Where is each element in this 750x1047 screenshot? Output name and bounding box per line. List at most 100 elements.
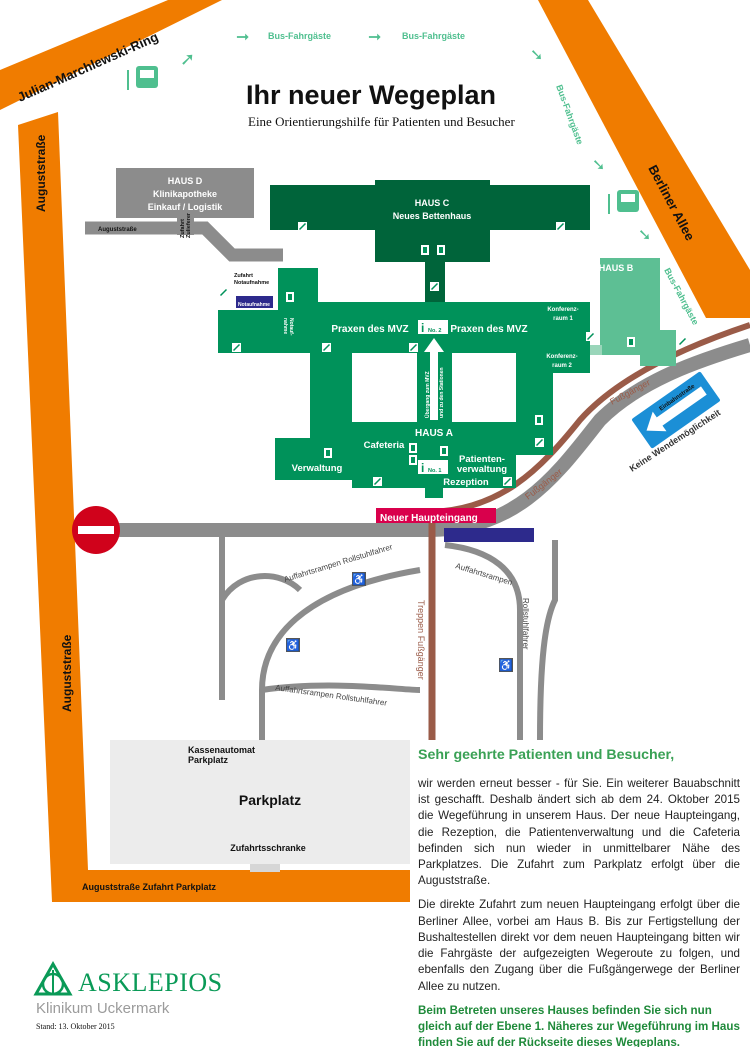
info-heading: Sehr geehrte Patienten und Besucher, [418, 747, 675, 763]
haus-b-title: HAUS B [599, 263, 634, 273]
escalator-icon [556, 222, 565, 231]
rezeption-label: Rezeption [443, 477, 489, 488]
bus-route-label: Bus-Fahrgäste [268, 31, 331, 41]
route-arrow-icon: ➞ [236, 29, 249, 46]
notaufnahme-access-label: Zufahrt [234, 273, 253, 279]
route-arrow-icon: ➘ [592, 157, 605, 174]
escalator-icon [373, 477, 382, 486]
page-title: Ihr neuer Wegeplan [246, 80, 497, 110]
corridor-arrow-icon [424, 338, 444, 420]
road-zulieferer [177, 215, 194, 235]
road-julian-marchlewski-ring [0, 0, 222, 110]
haus-d-line: Einkauf / Logistik [148, 202, 224, 212]
road-berliner-allee [538, 0, 750, 318]
haus-c-title: HAUS C [415, 198, 450, 208]
patientenverwaltung-label: verwaltung [457, 464, 507, 475]
parking-lot [110, 740, 410, 864]
road-pedestrian [429, 322, 750, 515]
one-way-sign: Einbahnstraße [632, 371, 720, 449]
escalator-icon [409, 343, 418, 352]
elevator-icon [409, 455, 417, 465]
route-arrow-icon: ➘ [638, 227, 651, 244]
konferenzraum-2-label: Konferenz- [546, 354, 577, 360]
elevator-icon [535, 415, 543, 425]
status-date: Stand: 13. Oktober 2015 [36, 1022, 115, 1031]
ramp-label: Rollstuhlfahrer [521, 598, 530, 650]
street-label-parking-access: Auguststraße Zufahrt Parkplatz [82, 882, 217, 892]
building-haus-c [270, 180, 590, 305]
escalator-icon [219, 288, 228, 297]
svg-text:♿: ♿ [499, 659, 513, 672]
zulieferer-access-label: Zufahrt [180, 219, 186, 238]
street-label-august-bottom: Auguststraße [60, 634, 74, 712]
building-main-complex [218, 268, 590, 498]
building-haus-b [600, 258, 676, 366]
barrier-label: Zufahrtsschranke [230, 843, 306, 853]
building-haus-d [116, 168, 254, 218]
wheelchair-icon: ♿ [286, 638, 300, 652]
route-arrow-icon: ➞ [368, 29, 381, 46]
road-auguststrasse [18, 112, 410, 902]
main-entrance-badge [376, 508, 496, 523]
svg-text:i: i [421, 461, 424, 475]
parking-ramps [219, 530, 558, 741]
notaufnahme-parking-badge: Notaufnahme [236, 296, 273, 308]
escalator-icon [535, 438, 544, 447]
konferenzraum-2-label: raum 2 [552, 363, 572, 369]
info-note: Beim Betreten unseres Hauses befinden Si… [418, 1003, 740, 1047]
road-haus-d [85, 221, 283, 262]
escalator-icon [586, 332, 595, 341]
street-label-august-small: Auguststraße [98, 227, 137, 233]
parking-title: Parkplatz [239, 792, 301, 808]
asklepios-logo-icon [33, 960, 73, 996]
info-paragraph: wir werden erneut besser - für Sie. Ein … [418, 776, 740, 888]
info-box: Sehr geehrte Patienten und Besucher, wir… [412, 742, 746, 1047]
verwaltung-label: Verwaltung [292, 463, 343, 474]
haus-a-title: HAUS A [415, 428, 453, 439]
haus-d-line: Klinikapotheke [153, 189, 217, 199]
brand-name: ASKLEPIOS [78, 968, 223, 997]
svg-text:i: i [421, 321, 424, 335]
pictogram-layer [219, 222, 687, 486]
wheelchair-icon: ♿ [499, 658, 513, 672]
page-subtitle: Eine Orientierungshilfe für Patienten un… [248, 114, 515, 129]
route-arrow-icon: ➚ [180, 49, 195, 69]
info-paragraph: Die direkte Zufahrt zum neuen Haupteinga… [418, 898, 740, 993]
notaufnahme-parking-label: Notaufnahme [238, 302, 270, 308]
zulieferer-access-label: Zulieferer [186, 212, 192, 238]
escalator-icon [678, 337, 687, 346]
notaufnahme-access-label: Notaufnahme [234, 280, 269, 286]
notaufnahme-label: Notauf- [288, 318, 294, 336]
ticket-machine-label: Kassenautomat [188, 745, 255, 755]
cafeteria-label: Cafeteria [364, 440, 405, 451]
route-arrow-icon: ➘ [530, 47, 543, 64]
haus-d-title: HAUS D [168, 176, 203, 186]
info-point-number: No. 1 [428, 468, 441, 474]
patientenverwaltung-label: Patienten- [459, 454, 505, 465]
elevator-icon [286, 292, 294, 302]
stairs-label: Treppen Fußgänger [416, 600, 426, 680]
escalator-icon [430, 282, 439, 291]
elevator-icon [421, 245, 429, 255]
escalator-icon [232, 343, 241, 352]
escalator-icon [322, 343, 331, 352]
wheelchair-icon: ♿ [352, 572, 366, 586]
escalator-icon [503, 477, 512, 486]
bus-stop-icon [608, 190, 639, 214]
bus-route-label: Bus-Fahrgäste [402, 31, 465, 41]
street-label-august-top: Auguststraße [34, 134, 48, 212]
bus-route-label: Bus-Fahrgäste [554, 83, 585, 146]
elevator-icon [324, 448, 332, 458]
info-point-number: No. 2 [428, 328, 441, 334]
elevator-icon [437, 245, 445, 255]
ticket-machine-label: Parkplatz [188, 755, 229, 765]
notaufnahme-label: nahme [282, 318, 288, 334]
svg-text:♿: ♿ [352, 573, 366, 586]
bus-stop-icon [127, 66, 158, 90]
main-parking-badges [444, 528, 534, 542]
haus-c-subtitle: Neues Bettenhaus [393, 211, 472, 221]
corridor-label: und zu den Stationen [439, 367, 445, 418]
